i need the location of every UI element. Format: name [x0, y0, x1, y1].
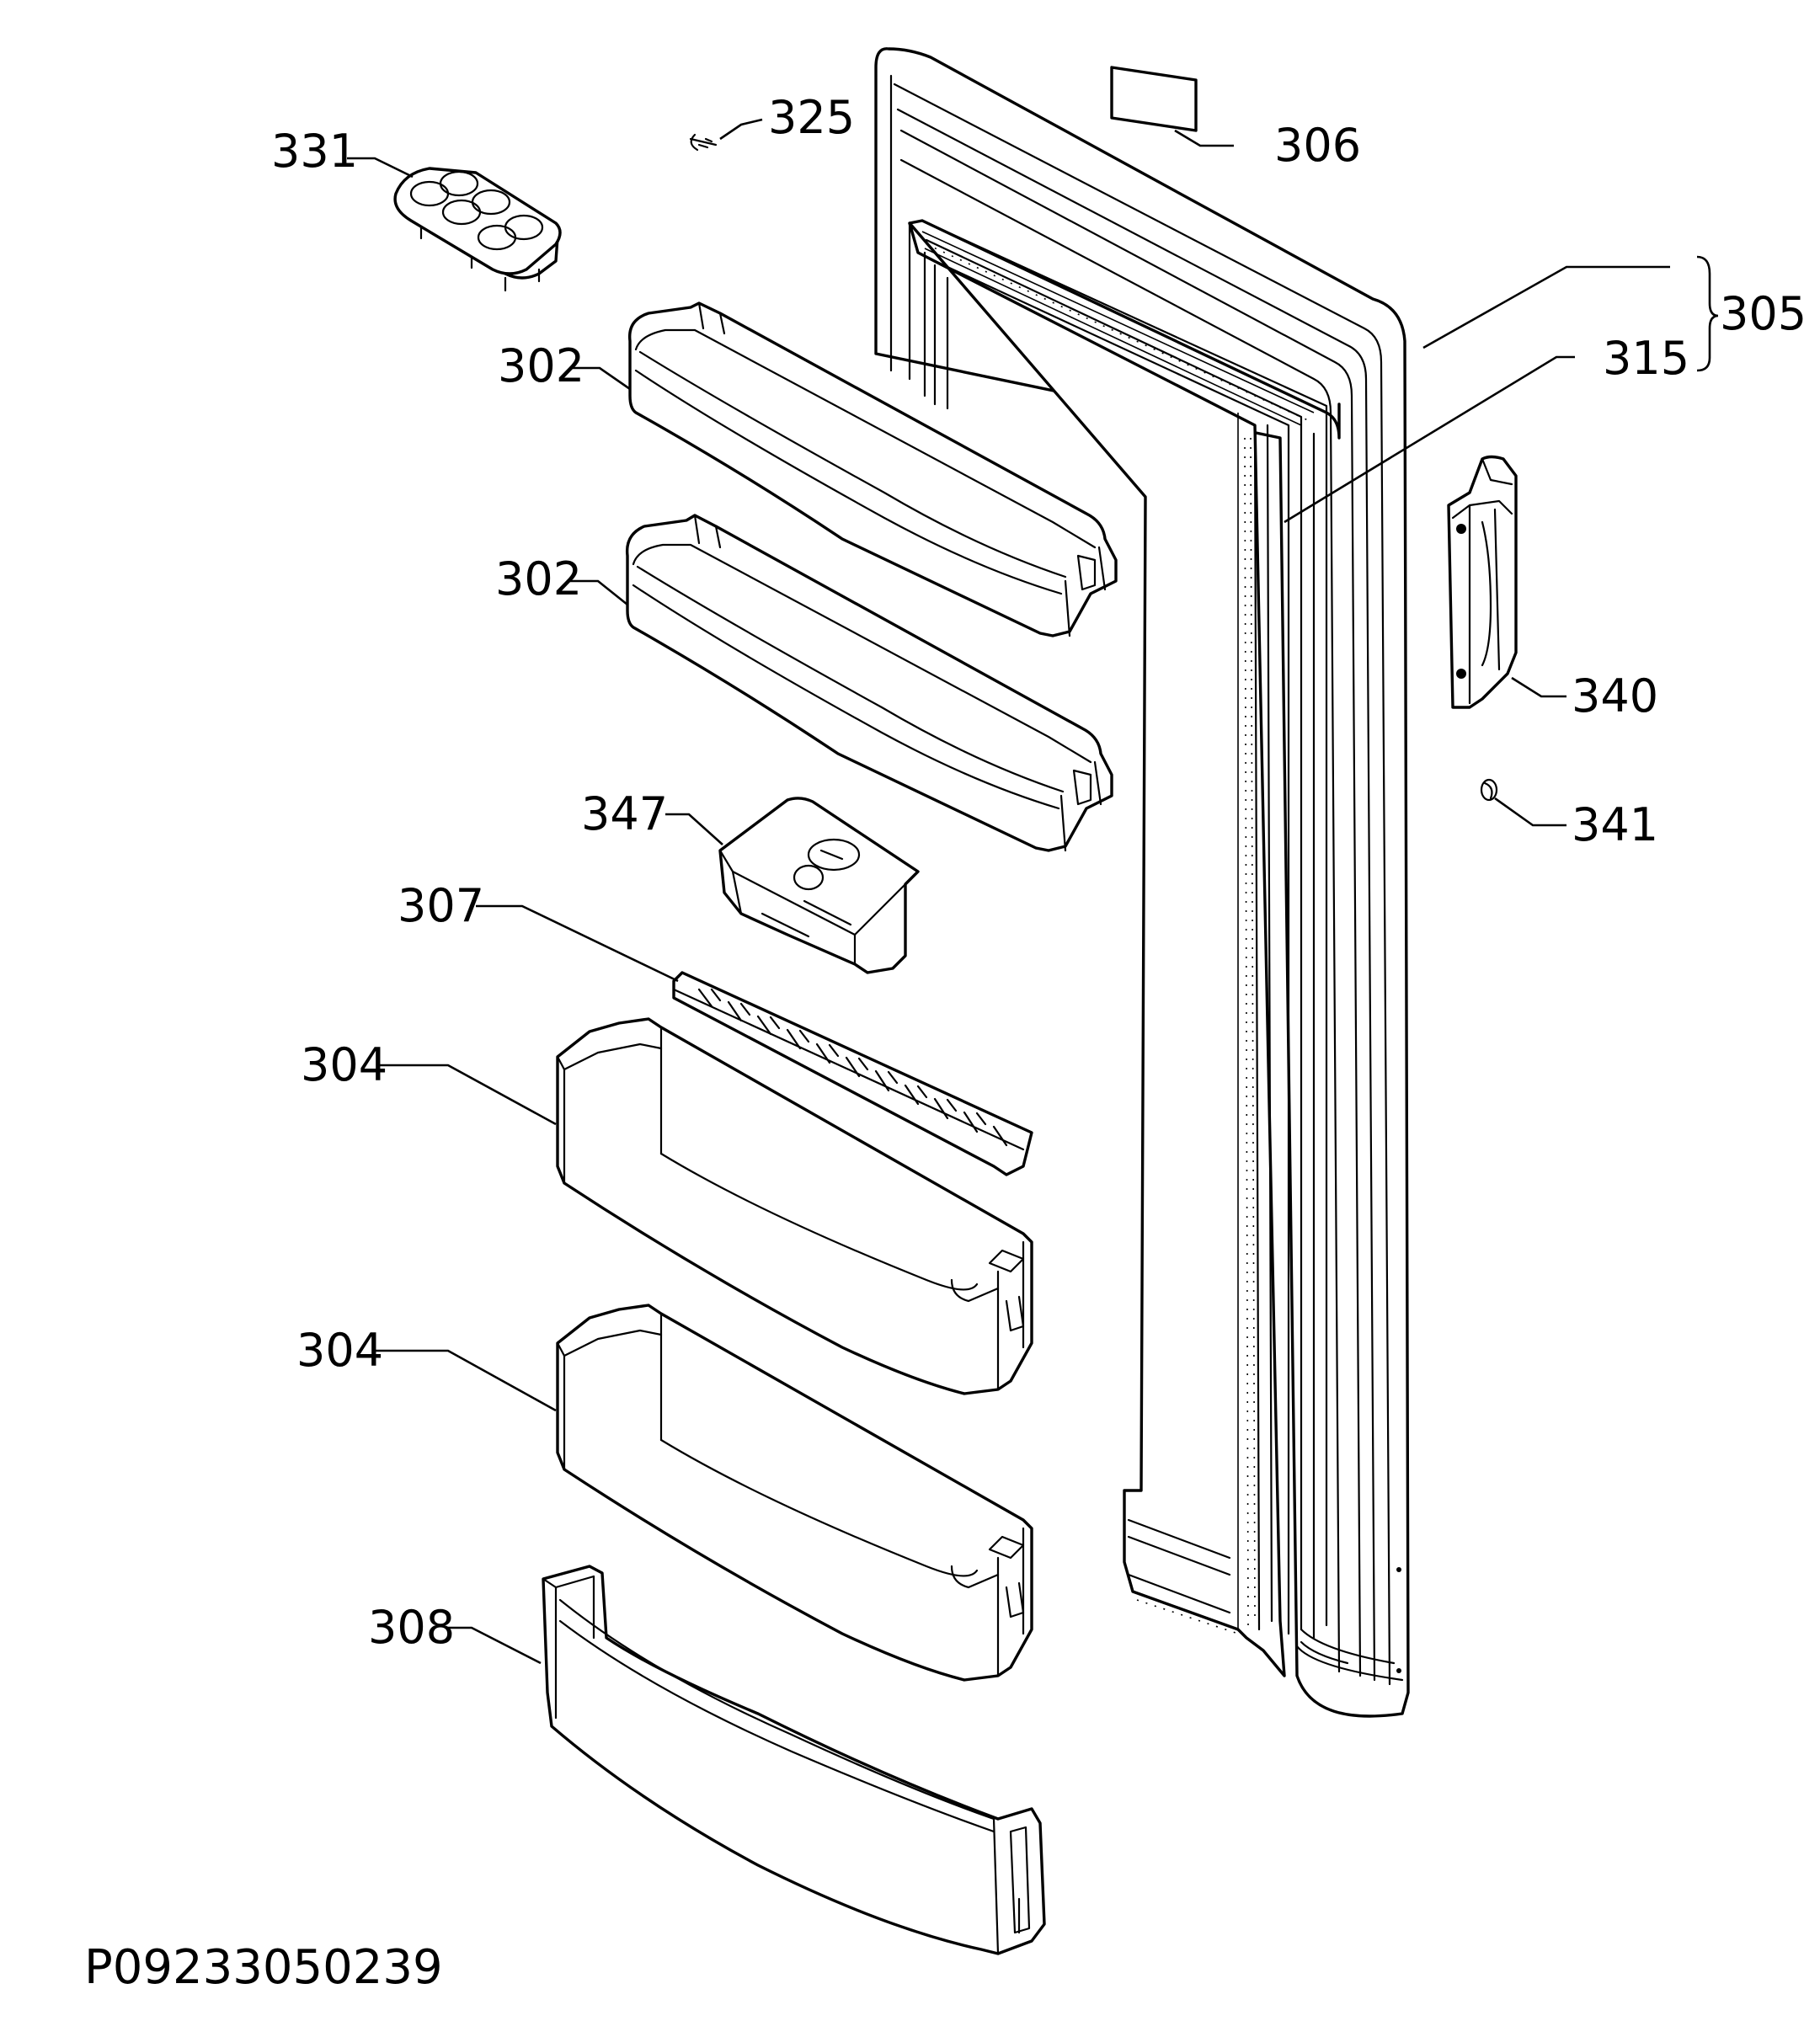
door-shelf-304-lower — [556, 1304, 1033, 1682]
label-340: 340 — [1572, 669, 1658, 723]
label-325: 325 — [768, 91, 855, 144]
door-shelf-308 — [542, 1565, 1046, 1955]
label-305: 305 — [1720, 287, 1807, 340]
bottle-rack-307 — [672, 971, 1033, 1176]
label-304-lower: 304 — [296, 1324, 383, 1377]
label-347: 347 — [581, 787, 668, 840]
label-302-lower: 302 — [495, 552, 582, 605]
label-307: 307 — [398, 879, 484, 932]
label-304-upper: 304 — [301, 1038, 387, 1091]
label-302-upper: 302 — [498, 339, 584, 392]
door-shelf-302-lower — [625, 514, 1113, 852]
butter-dish-347 — [718, 797, 920, 974]
label-315: 315 — [1603, 332, 1689, 385]
part-labels: 331 325 306 305 315 302 302 340 341 347 … — [84, 91, 1807, 1995]
label-341: 341 — [1572, 798, 1658, 851]
door-shelf-302-upper — [627, 301, 1118, 637]
label-308: 308 — [368, 1601, 455, 1654]
leader-lines — [347, 118, 1719, 1665]
egg-tray-331 — [393, 167, 562, 292]
door-handle-340 — [1447, 455, 1518, 709]
label-306: 306 — [1274, 119, 1361, 172]
door-shelf-304-upper — [556, 1017, 1033, 1395]
drawing-code: P09233050239 — [84, 1940, 443, 1995]
label-331: 331 — [271, 125, 358, 178]
door-assembly — [874, 47, 1410, 1718]
plug-341 — [1480, 778, 1498, 802]
screw-325 — [689, 133, 718, 152]
